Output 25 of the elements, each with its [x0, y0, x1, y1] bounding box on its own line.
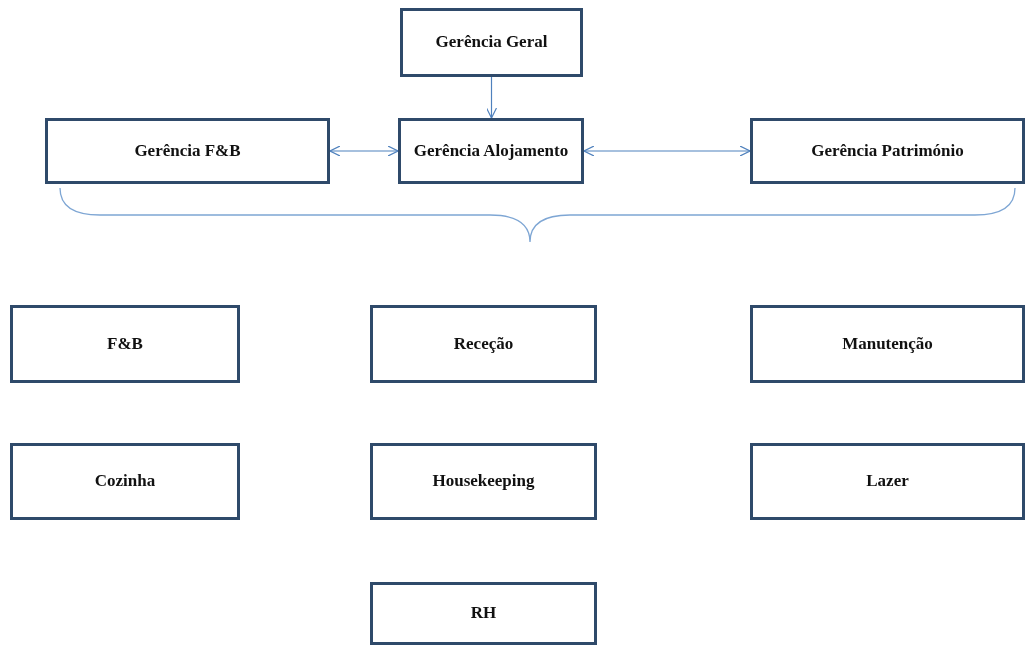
- box-label: Gerência Património: [810, 139, 965, 162]
- org-box: [45, 118, 330, 184]
- arrow: [329, 145, 399, 157]
- box-label: Receção: [452, 332, 515, 355]
- org-box: [750, 305, 1025, 383]
- org-box: [10, 443, 240, 520]
- org-box: [400, 8, 583, 77]
- box-label: Gerência Geral: [434, 31, 549, 54]
- org-box: [10, 305, 240, 383]
- org-box: [398, 118, 584, 184]
- box-label: Housekeeping: [431, 470, 536, 493]
- box-label: RH: [469, 602, 498, 625]
- arrow: [485, 76, 498, 119]
- box-label: Gerência Alojamento: [412, 139, 570, 162]
- box-label: Manutenção: [841, 332, 934, 355]
- box-label: Gerência F&B: [133, 139, 242, 162]
- org-box: [370, 443, 597, 520]
- box-label: Lazer: [865, 470, 910, 493]
- box-label: Cozinha: [93, 470, 157, 493]
- box-label: F&B: [106, 332, 144, 355]
- org-box: [370, 305, 597, 383]
- org-box: [750, 443, 1025, 520]
- org-box: [370, 582, 597, 645]
- arrow: [583, 145, 751, 157]
- org-box: [750, 118, 1025, 184]
